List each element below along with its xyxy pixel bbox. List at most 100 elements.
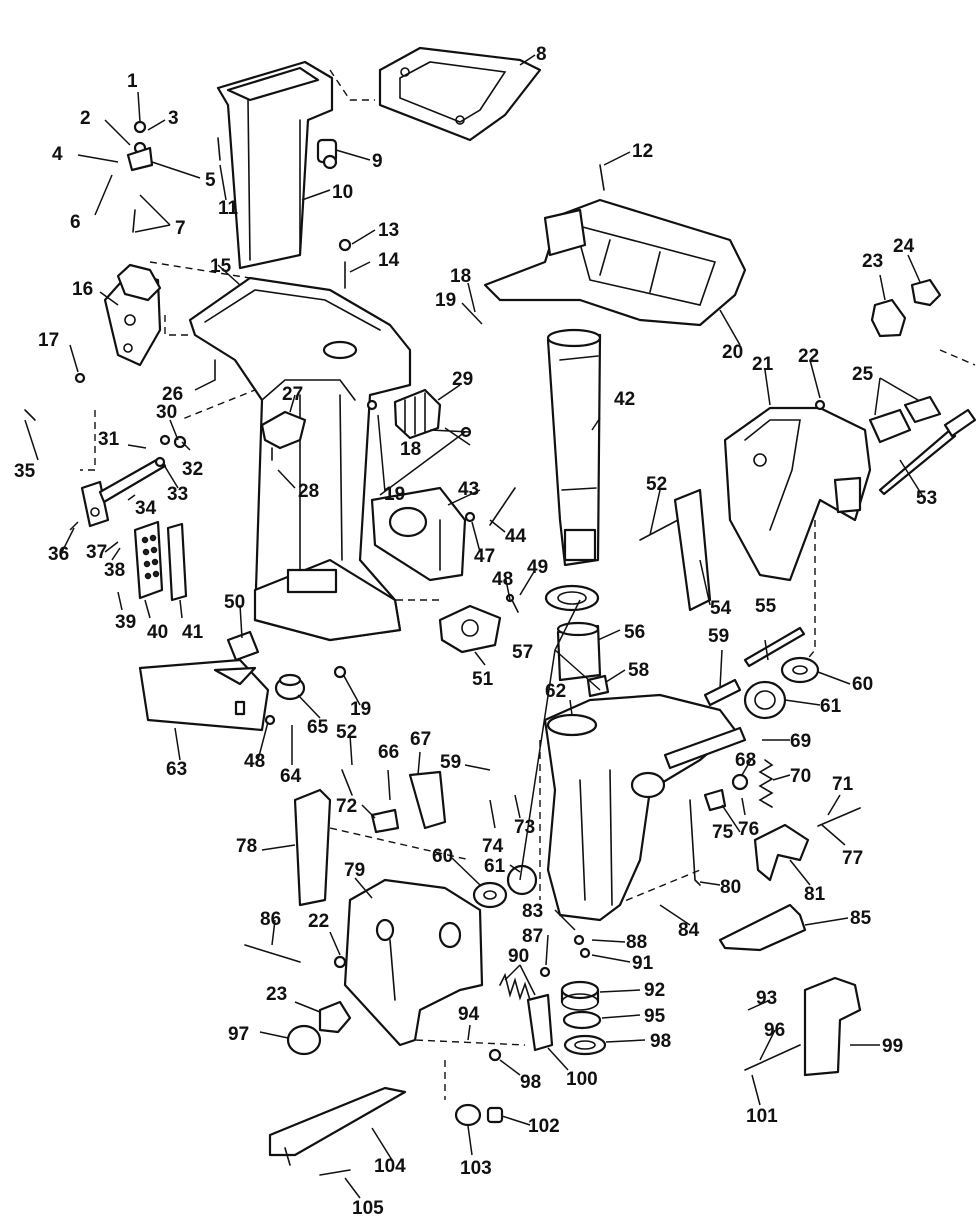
- part-48-clamp-bracket-left: [343, 878, 484, 1047]
- callout-87: 25: [852, 364, 874, 385]
- callout-26: 18: [450, 266, 471, 287]
- callout-32: 4: [52, 144, 63, 165]
- callout-14: 50: [224, 592, 245, 613]
- callout-106: 60: [852, 674, 873, 695]
- callout-60b: 98: [520, 1072, 541, 1093]
- part-85-plug: [486, 1106, 504, 1124]
- part-88-nut-lower: [318, 1000, 352, 1034]
- part-11-bracket: [260, 410, 307, 461]
- callout-17: 63: [166, 759, 187, 780]
- callout-59: 95: [644, 1006, 666, 1027]
- callout-102: 54: [710, 598, 732, 619]
- part-2-plate: [166, 522, 188, 602]
- part-106-washer-upper: [780, 656, 820, 684]
- callout-34: 5: [205, 170, 216, 191]
- callout-15: 13: [378, 220, 399, 241]
- callout-4: 38: [104, 560, 125, 581]
- part-24-mount-housing: [370, 486, 467, 582]
- callout-58: 92: [644, 980, 665, 1001]
- callout-36: 7: [175, 218, 186, 239]
- part-86-disc: [454, 1103, 482, 1127]
- callout-7: 14: [378, 250, 400, 271]
- callout-35: 30: [156, 402, 177, 423]
- part-3-anode: [133, 520, 164, 600]
- callout-30: 2: [80, 108, 91, 129]
- callout-91: 24: [893, 236, 915, 257]
- callout-77: 70: [790, 766, 811, 787]
- callout-28: 29: [452, 369, 473, 390]
- callout-18: 49: [527, 557, 548, 578]
- callout-56: 101: [746, 1106, 778, 1127]
- callout-37: 31: [98, 429, 120, 450]
- callout-57: 96: [764, 1020, 785, 1041]
- part-96-rod: [878, 408, 976, 496]
- callout-2: 41: [182, 622, 204, 643]
- callout-67b: 61: [484, 856, 506, 877]
- part-55-washer: [731, 773, 749, 791]
- part-77-spring: [758, 759, 774, 808]
- callout-1: 15: [210, 256, 232, 277]
- part-64-clip: [586, 674, 610, 698]
- callout-97: 78: [236, 836, 257, 857]
- callout-88: 23: [862, 251, 883, 272]
- part-18-screw: [505, 593, 519, 613]
- part-66-bushing: [556, 621, 602, 682]
- callout-21: 9: [372, 151, 383, 172]
- callout-100: 91: [632, 953, 654, 974]
- callout-68: 66: [378, 742, 399, 763]
- callout-61: 80: [720, 877, 741, 898]
- callout-20: 51: [472, 669, 494, 690]
- callout-103: 93: [756, 988, 777, 1009]
- part-47-grommet: [274, 673, 306, 701]
- callout-73b: 22: [308, 911, 329, 932]
- callout-83: 69: [790, 731, 811, 752]
- part-93-pin: [703, 678, 742, 707]
- callout-54: 76: [738, 819, 759, 840]
- callout-47: 65: [307, 717, 329, 738]
- part-28-mount: [393, 388, 442, 440]
- part-53-clamp-bracket-right: [723, 406, 872, 582]
- part-59-oring: [562, 1010, 602, 1030]
- callout-63: 57: [512, 642, 533, 663]
- callout-24: 43: [458, 479, 479, 500]
- callout-105: 104: [374, 1156, 406, 1177]
- small-fasteners: [24, 120, 861, 1176]
- part-13-swivel-top: [483, 198, 747, 327]
- callout-94: 52: [646, 474, 667, 495]
- part-90-cap: [286, 1024, 322, 1056]
- part-62-bolt: [743, 626, 806, 668]
- callout-98: 77: [842, 848, 863, 869]
- callout-40: 17: [38, 330, 59, 351]
- part-95-bracket: [408, 770, 447, 830]
- callout-81: 12: [632, 141, 653, 162]
- callout-3: 40: [147, 622, 168, 643]
- callout-76: 81: [804, 884, 826, 905]
- callout-27c: 19: [350, 699, 371, 720]
- part-52-lever: [526, 993, 554, 1052]
- part-105-plate: [268, 1086, 407, 1166]
- callout-67: 61: [820, 696, 842, 717]
- part-106-washer-lower: [472, 881, 508, 909]
- part-58-seal: [560, 980, 600, 1011]
- callout-26b: 18: [400, 439, 421, 460]
- callout-49: 90: [508, 946, 529, 967]
- part-1-exhaust-housing: [188, 276, 412, 642]
- callout-22: 64: [280, 766, 302, 787]
- part-74-link: [718, 903, 807, 952]
- part-10-exhaust-tube: [216, 60, 338, 270]
- part-8-gasket: [378, 46, 542, 142]
- callout-85: 102: [528, 1116, 560, 1137]
- callout-65: 74: [482, 836, 504, 857]
- part-63-bushing-ring: [544, 584, 600, 612]
- callout-72: 73: [514, 817, 535, 838]
- callout-74: 85: [850, 908, 872, 929]
- callout-19: 48: [492, 569, 513, 590]
- callout-31: 1: [127, 71, 138, 92]
- callout-27: 19: [435, 290, 456, 311]
- callout-43: 35: [14, 461, 36, 482]
- callout-11: 27: [282, 384, 303, 405]
- part-41-shift-lever: [103, 263, 162, 367]
- part-14-plug: [226, 630, 260, 662]
- callout-84: 86: [260, 909, 281, 930]
- part-49-spring: [499, 972, 531, 1001]
